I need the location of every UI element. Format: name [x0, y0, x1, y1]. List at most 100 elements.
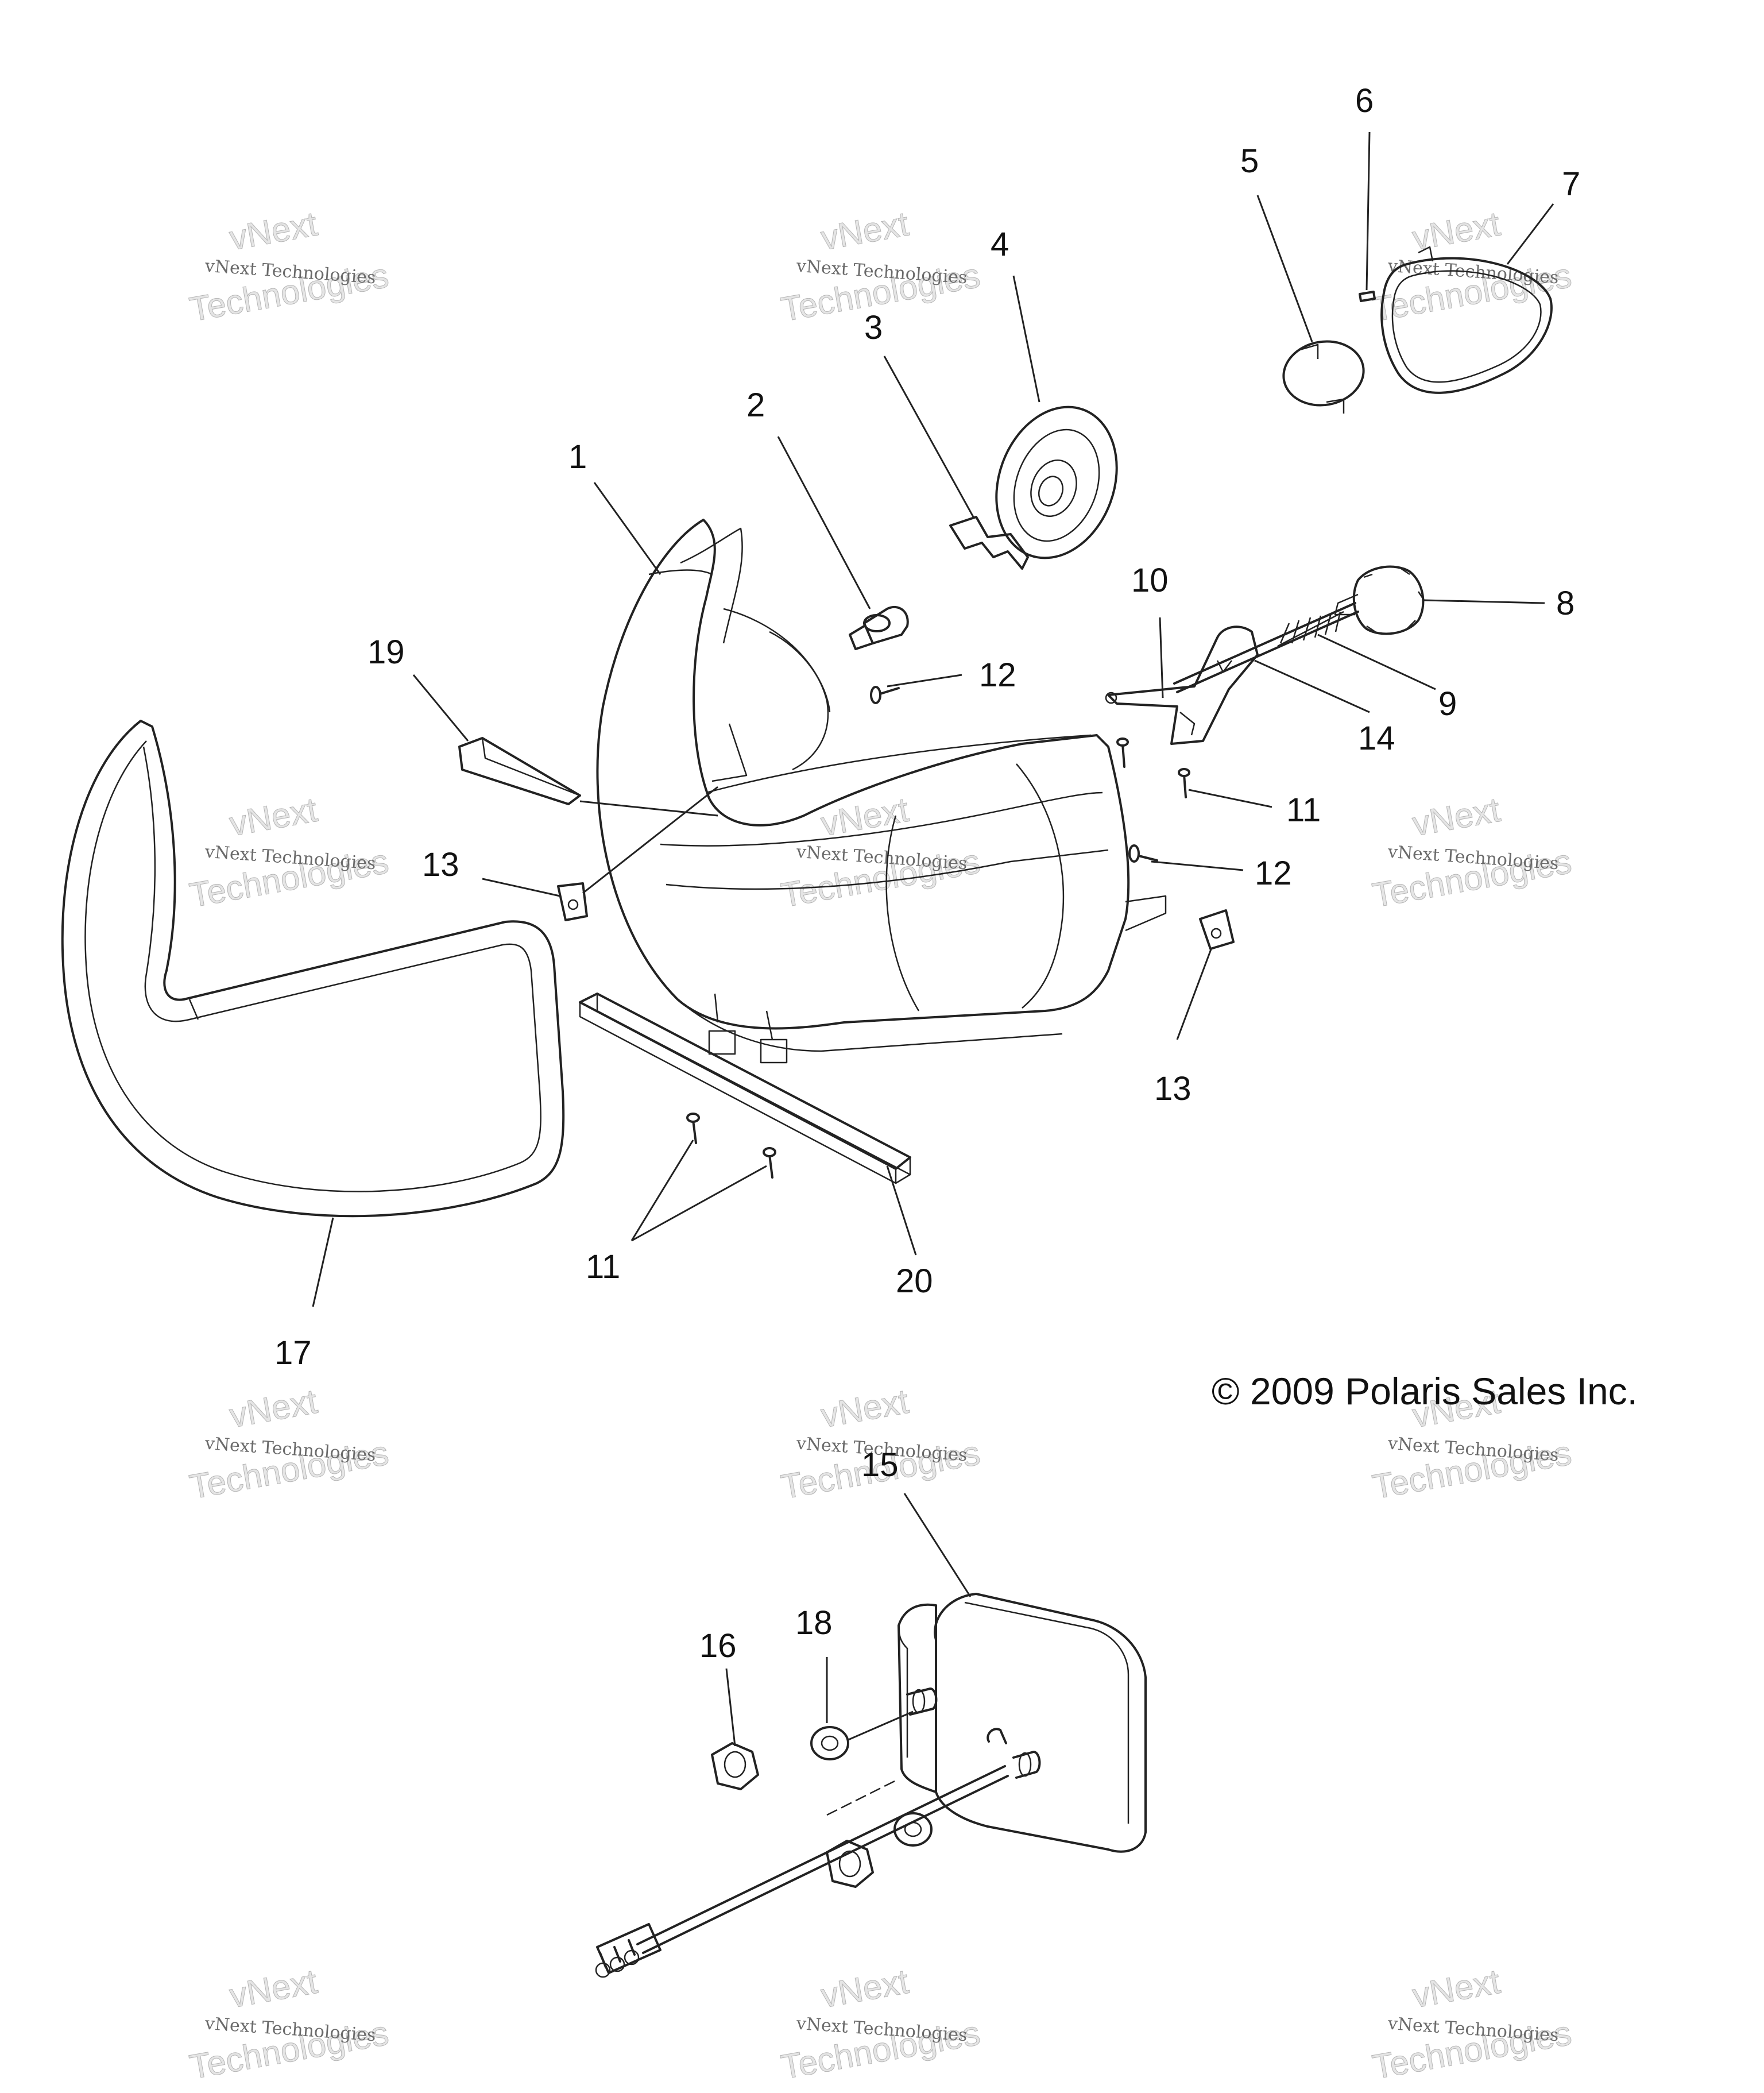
- leader-1: [593, 482, 662, 575]
- copyright-notice: © 2009 Polaris Sales Inc.: [1212, 1370, 1638, 1412]
- part-16-nuts: [711, 1742, 874, 1888]
- watermark: vNext Technologies vNext Technologies: [187, 790, 392, 915]
- callout-15: 15: [861, 1446, 899, 1484]
- callout-17: 17: [274, 1334, 312, 1372]
- callout-2: 2: [746, 387, 765, 424]
- watermark-vnext: vNext: [818, 1962, 912, 2015]
- part-4-dust-cap: [995, 406, 1118, 559]
- part-6-pin: [1359, 291, 1376, 302]
- part-11-screws: [686, 737, 1190, 1179]
- screw: [1128, 844, 1158, 863]
- callout-4: 4: [991, 226, 1009, 263]
- screw: [686, 1113, 700, 1144]
- watermark-vnext: vNext: [818, 204, 912, 258]
- leader-14: [1254, 659, 1370, 713]
- leader-2: [777, 436, 871, 609]
- leader-lines: [312, 132, 1554, 1747]
- leader-6: [1365, 132, 1371, 291]
- part-2-bulb: [849, 605, 909, 650]
- callout-11-lower: 11: [586, 1248, 620, 1285]
- callout-7: 7: [1562, 165, 1580, 203]
- hex-nut: [711, 1742, 759, 1790]
- watermark-vnext: vNext: [818, 1382, 912, 1435]
- part-17-bezel-seal: [61, 720, 565, 1218]
- leader-13a: [482, 878, 560, 897]
- part-13-clip-nuts: [557, 882, 1235, 950]
- callout-16: 16: [699, 1627, 737, 1665]
- leader-19-to-housing: [579, 800, 718, 817]
- callout-11-upper: 11: [1286, 791, 1321, 829]
- callout-labels: 1 2 3 4 5 6 7 8 9 10 11 11 12 12 13 13 1…: [274, 82, 1580, 1665]
- watermark: vNext Technologies vNext Technologies: [1370, 1961, 1575, 2087]
- part-1-headlight-housing: [596, 519, 1167, 1064]
- part-7-gasket: [1380, 246, 1553, 394]
- part-10-bracket: [1105, 625, 1259, 745]
- watermark: vNext Technologies vNext Technologies: [778, 1381, 984, 1507]
- watermark-layer: vNext Technologies vNext Technologies vN…: [187, 204, 1575, 2087]
- callout-12-upper: 12: [979, 657, 1016, 694]
- part-20-foam-strip: [579, 993, 911, 1184]
- leader-13b: [1176, 947, 1213, 1040]
- watermark: vNext Technologies vNext Technologies: [1370, 204, 1575, 329]
- screw: [1116, 737, 1129, 768]
- callout-6: 6: [1355, 82, 1374, 119]
- callout-18: 18: [795, 1604, 833, 1642]
- leader-4: [1012, 275, 1040, 403]
- callout-1: 1: [568, 438, 587, 476]
- leader-11a: [1188, 789, 1272, 808]
- callout-20: 20: [896, 1262, 933, 1300]
- wiring-harness: [595, 1765, 1009, 1978]
- leader-15: [903, 1493, 972, 1597]
- watermark: vNext Technologies vNext Technologies: [187, 204, 392, 329]
- callout-10: 10: [1131, 562, 1169, 599]
- watermark-vnext: vNext: [227, 1962, 320, 2015]
- callout-13-right: 13: [1154, 1070, 1192, 1107]
- leader-16: [725, 1668, 736, 1747]
- screw: [1178, 768, 1190, 798]
- part-8-adjuster-knob: [1334, 565, 1425, 635]
- watermark: vNext Technologies vNext Technologies: [1370, 790, 1575, 915]
- clip-nut: [557, 882, 588, 921]
- leader-7: [1506, 203, 1554, 265]
- leader-5: [1256, 195, 1313, 342]
- watermark: vNext Technologies vNext Technologies: [778, 790, 984, 915]
- screw: [870, 686, 900, 704]
- part-15-lamp-module: [898, 1593, 1147, 1853]
- callout-13-left: 13: [422, 846, 459, 883]
- screw: [763, 1147, 776, 1179]
- watermark-vnext: vNext: [1410, 790, 1503, 844]
- part-5-lamp: [1282, 340, 1365, 414]
- callout-8: 8: [1556, 585, 1575, 622]
- leader-11b-2: [631, 1165, 767, 1242]
- leader-10: [1159, 617, 1164, 698]
- part-9-spring: [1277, 611, 1344, 647]
- watermark: vNext Technologies vNext Technologies: [778, 1961, 984, 2087]
- callout-14: 14: [1358, 720, 1395, 757]
- leader-20: [886, 1165, 917, 1256]
- leader-8: [1423, 599, 1545, 604]
- watermark-vnext: vNext: [227, 1382, 320, 1435]
- watermark: vNext Technologies vNext Technologies: [778, 204, 984, 329]
- leader-3: [883, 356, 974, 518]
- watermark-vnext: vNext: [227, 204, 320, 258]
- hex-nut: [826, 1840, 874, 1888]
- callout-19: 19: [368, 634, 405, 671]
- leader-12b: [1151, 860, 1244, 871]
- washer: [810, 1726, 849, 1760]
- leader-13a-to-housing: [582, 786, 718, 894]
- leader-19: [412, 674, 469, 742]
- watermark: vNext Technologies vNext Technologies: [187, 1961, 392, 2087]
- clip-nut: [1199, 909, 1235, 950]
- watermark: vNext Technologies vNext Technologies: [187, 1381, 392, 1507]
- leader-18-to-module: [846, 1710, 914, 1741]
- callout-12-lower: 12: [1255, 855, 1292, 892]
- part-14-adjuster-rod: [1173, 602, 1359, 693]
- watermark-vnext: vNext: [818, 790, 912, 844]
- watermark-vnext: vNext: [1410, 1962, 1503, 2015]
- part-19-foam-pad: [458, 737, 581, 805]
- callout-5: 5: [1240, 142, 1259, 180]
- leader-9: [1317, 634, 1436, 690]
- watermark-vnext: vNext: [227, 790, 320, 844]
- part-12-screws: [870, 686, 1158, 863]
